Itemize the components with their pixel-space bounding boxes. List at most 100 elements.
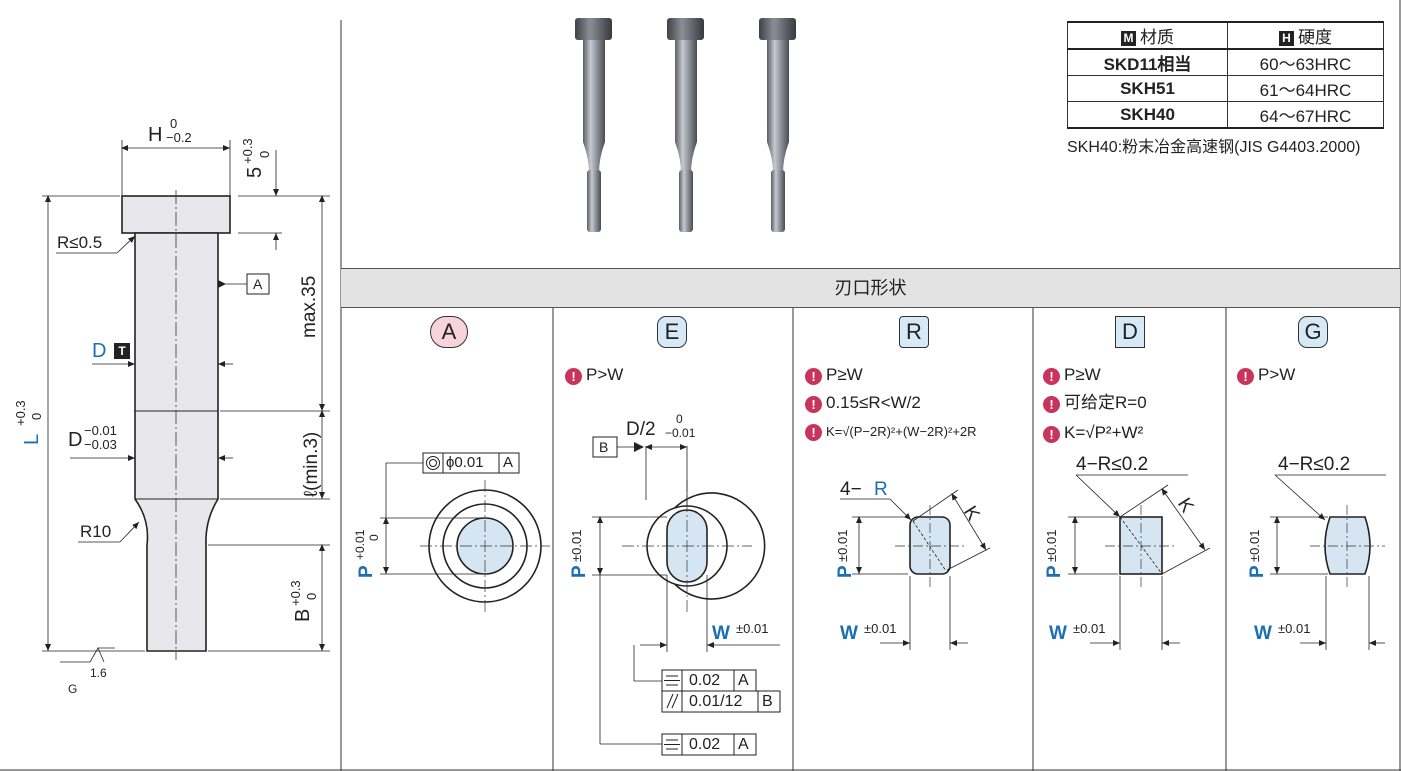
h-icon: H bbox=[1279, 31, 1294, 46]
r-w-tol: ±0.01 bbox=[864, 621, 897, 636]
shape-a-drawing bbox=[380, 452, 550, 612]
materials-footnote: SKH40:粉末冶金高速钢(JIS G4403.2000) bbox=[1067, 139, 1361, 156]
sym2-datum: A bbox=[738, 736, 749, 753]
hardness-header: H 硬度 bbox=[1227, 21, 1384, 50]
warning-icon: ! bbox=[565, 368, 582, 385]
datum-a-label: A bbox=[253, 276, 263, 292]
shape-code-r: R bbox=[899, 316, 929, 348]
warning-icon: ! bbox=[1237, 368, 1254, 385]
d-label: D bbox=[92, 340, 107, 362]
h-tol-lower: −0.2 bbox=[166, 130, 192, 145]
a-p-tol-lower: 0 bbox=[367, 534, 381, 541]
note-text: P>W bbox=[586, 365, 624, 384]
concentricity-datum: A bbox=[503, 454, 514, 471]
note-d-3: !K=√P²+W² bbox=[1043, 424, 1143, 443]
note-d-2: !可给定R=0 bbox=[1043, 394, 1147, 413]
b-label: B bbox=[292, 608, 314, 622]
m-icon: M bbox=[1121, 31, 1136, 46]
roughness-value: 1.6 bbox=[90, 666, 107, 680]
material-header: M 材质 bbox=[1067, 21, 1228, 50]
g-p-tol: ±0.01 bbox=[1247, 529, 1262, 562]
r-letter: R bbox=[874, 479, 888, 500]
t-icon: T bbox=[114, 343, 130, 359]
shape-e-drawing bbox=[592, 436, 781, 756]
note-r-2: !0.15≤R<W/2 bbox=[805, 394, 921, 413]
d-w-label: W bbox=[1049, 623, 1067, 644]
g-p-label: P bbox=[1247, 565, 1268, 578]
l-tol-upper: +0.3 bbox=[13, 400, 28, 426]
shape-code-a: A bbox=[430, 316, 468, 348]
d2-tol-lower: −0.01 bbox=[665, 426, 696, 440]
r-p-tol: ±0.01 bbox=[835, 529, 850, 562]
g-w-label: W bbox=[1254, 623, 1272, 644]
hardness-cell: 64〜67HRC bbox=[1227, 101, 1384, 129]
a-p-tol-upper: +0.01 bbox=[353, 529, 367, 560]
note-text: 0.15≤R<W/2 bbox=[826, 393, 921, 412]
r-w-label: W bbox=[840, 623, 858, 644]
hardness-header-label: 硬度 bbox=[1298, 28, 1332, 47]
l-min-label: ℓ(min.3) bbox=[301, 431, 322, 497]
material-cell: SKH40 bbox=[1067, 101, 1228, 129]
concentricity-value: ϕ0.01 bbox=[446, 454, 484, 471]
table-row: SKD11相当 60〜63HRC bbox=[1067, 48, 1384, 76]
hardness-cell: 61〜64HRC bbox=[1227, 75, 1384, 102]
punch-photo bbox=[575, 18, 796, 232]
l-label: L bbox=[21, 433, 43, 445]
hardness-cell: 60〜63HRC bbox=[1227, 48, 1384, 76]
d-tol-lower: −0.03 bbox=[84, 437, 117, 452]
table-row: SKH51 61〜64HRC bbox=[1067, 75, 1384, 102]
tip-section-title: 刃口形状 bbox=[341, 268, 1400, 308]
e-w-label: W bbox=[712, 623, 730, 644]
warning-icon: ! bbox=[805, 396, 822, 413]
d-w-tol: ±0.01 bbox=[1073, 621, 1106, 636]
sym2-value: 0.02 bbox=[689, 736, 721, 753]
g-w-tol: ±0.01 bbox=[1278, 621, 1311, 636]
warning-icon: ! bbox=[1043, 426, 1060, 443]
e-p-tol: ±0.01 bbox=[569, 529, 584, 562]
b-tol-upper: +0.3 bbox=[288, 580, 303, 606]
note-text: P>W bbox=[1258, 365, 1296, 384]
a-p-label: P bbox=[356, 565, 377, 578]
material-cell: SKD11相当 bbox=[1067, 48, 1228, 76]
datum-b-label: B bbox=[599, 439, 609, 455]
warning-icon: ! bbox=[805, 424, 822, 441]
parallel-datum: B bbox=[762, 693, 773, 710]
d-tol-upper: −0.01 bbox=[84, 423, 117, 438]
d2-label: D/2 bbox=[626, 419, 656, 440]
punch-side-view bbox=[121, 195, 231, 652]
r-head-label: R≤0.5 bbox=[57, 233, 103, 252]
shape-code-d: D bbox=[1115, 316, 1145, 348]
shape-code-g: G bbox=[1298, 316, 1328, 348]
d-r-label: 4−R≤0.2 bbox=[1076, 454, 1149, 475]
note-text: P≥W bbox=[1064, 365, 1101, 384]
d-p-label: P bbox=[1044, 565, 1065, 578]
head-thk-tol-lower: 0 bbox=[257, 150, 272, 158]
shape-d-drawing bbox=[1068, 474, 1211, 650]
warning-icon: ! bbox=[1043, 368, 1060, 385]
note-r-3: ! K=√(P−2R)²+(W−2R)²+2R bbox=[805, 424, 977, 441]
table-row: SKH40 64〜67HRC bbox=[1067, 101, 1384, 129]
head-thk-tol-upper: +0.3 bbox=[240, 138, 255, 164]
h-label: H bbox=[148, 124, 163, 146]
h-tol-upper: 0 bbox=[170, 116, 178, 131]
note-r-1: !P≥W bbox=[805, 366, 863, 385]
e-p-label: P bbox=[569, 565, 590, 578]
note-text: K=√(P−2R)²+(W−2R)²+2R bbox=[826, 424, 977, 439]
sym1-value: 0.02 bbox=[689, 672, 721, 689]
sym1-datum: A bbox=[738, 672, 749, 689]
e-w-tol: ±0.01 bbox=[736, 621, 769, 636]
roughness-g: G bbox=[68, 682, 78, 696]
d2-tol-upper: 0 bbox=[676, 412, 683, 426]
note-e-1: !P>W bbox=[565, 366, 623, 385]
head-thk-label: 5 bbox=[244, 166, 266, 178]
b-tol-lower: 0 bbox=[304, 592, 319, 600]
shape-r-drawing bbox=[840, 489, 991, 650]
d-p-tol: ±0.01 bbox=[1044, 529, 1059, 562]
r10-label: R10 bbox=[80, 522, 112, 541]
g-r-label: 4−R≤0.2 bbox=[1278, 454, 1351, 475]
l-tol-lower: 0 bbox=[29, 412, 44, 420]
material-header-label: 材质 bbox=[1140, 28, 1174, 47]
